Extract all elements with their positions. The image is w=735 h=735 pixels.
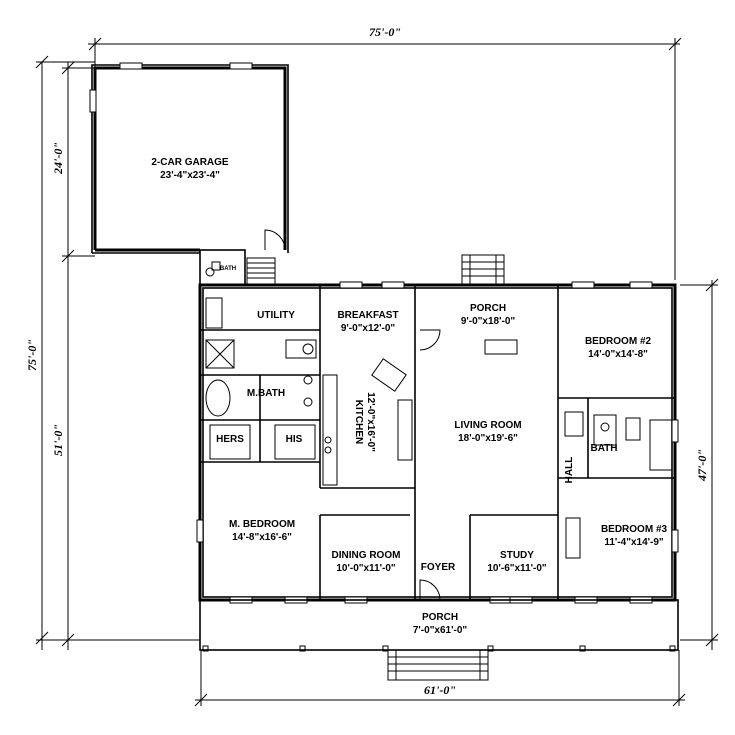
back-porch-size: 9'-0"x18'-0" bbox=[461, 316, 516, 327]
garage-depth-dim: 24'-0" bbox=[51, 142, 65, 175]
garage-label: 2-CAR GARAGE bbox=[151, 157, 229, 168]
hall-label: HALL bbox=[564, 457, 575, 484]
front-porch bbox=[199, 579, 679, 681]
dimension-labels: 75'-0" 75'-0" 24'-0" 51'-0" 47'-0" 61'-0… bbox=[25, 25, 709, 697]
bath-label: BATH bbox=[590, 443, 617, 454]
garage-walls bbox=[89, 62, 289, 254]
foyer-label: FOYER bbox=[421, 562, 456, 573]
mbedroom-size: 14'-8"x16'-6" bbox=[232, 532, 292, 543]
bottom-width-dim: 61'-0" bbox=[424, 683, 456, 697]
right-depth-dim: 47'-0" bbox=[695, 449, 709, 482]
left-total-dim: 75'-0" bbox=[25, 339, 39, 371]
kitchen-size: 12'-0"x16'-0" bbox=[365, 392, 376, 452]
dimension-lines bbox=[35, 37, 719, 707]
study-label: STUDY bbox=[500, 550, 534, 561]
living-size: 18'-0"x19'-6" bbox=[458, 433, 518, 444]
garage-size: 23'-4"x23'-4" bbox=[160, 170, 220, 181]
bedroom2-label: BEDROOM #2 bbox=[585, 336, 652, 347]
living-label: LIVING ROOM bbox=[454, 420, 521, 431]
bedroom3-label: BEDROOM #3 bbox=[601, 524, 668, 535]
breakfast-label: BREAKFAST bbox=[337, 310, 398, 321]
breakfast-size: 9'-0"x12'-0" bbox=[341, 323, 396, 334]
front-porch-label: PORCH bbox=[422, 612, 458, 623]
garage-bath bbox=[199, 249, 276, 286]
kitchen-label: KITCHEN bbox=[353, 400, 364, 444]
fixtures bbox=[205, 297, 673, 559]
hers-label: HERS bbox=[216, 434, 244, 445]
bedroom3-size: 11'-4"x14'-9" bbox=[604, 537, 664, 548]
house-depth-dim: 51'-0" bbox=[51, 424, 65, 456]
dining-size: 10'-0"x11'-0" bbox=[336, 563, 396, 574]
mbath-label: M.BATH bbox=[247, 388, 285, 399]
study-size: 10'-6"x11'-0" bbox=[487, 563, 547, 574]
utility-label: UTILITY bbox=[257, 310, 295, 321]
bedroom2-size: 14'-0"x14'-8" bbox=[588, 349, 648, 360]
his-label: HIS bbox=[286, 434, 303, 445]
back-porch-label: PORCH bbox=[470, 303, 506, 314]
room-labels: 2-CAR GARAGE 23'-4"x23'-4" BATH UTILITY … bbox=[151, 157, 667, 636]
top-width-dim: 75'-0" bbox=[369, 25, 401, 39]
back-porch bbox=[419, 254, 518, 355]
dining-label: DINING ROOM bbox=[332, 550, 401, 561]
garage-bath-label: BATH bbox=[220, 266, 236, 272]
mbedroom-label: M. BEDROOM bbox=[229, 519, 295, 530]
front-porch-size: 7'-0"x61'-0" bbox=[413, 625, 468, 636]
